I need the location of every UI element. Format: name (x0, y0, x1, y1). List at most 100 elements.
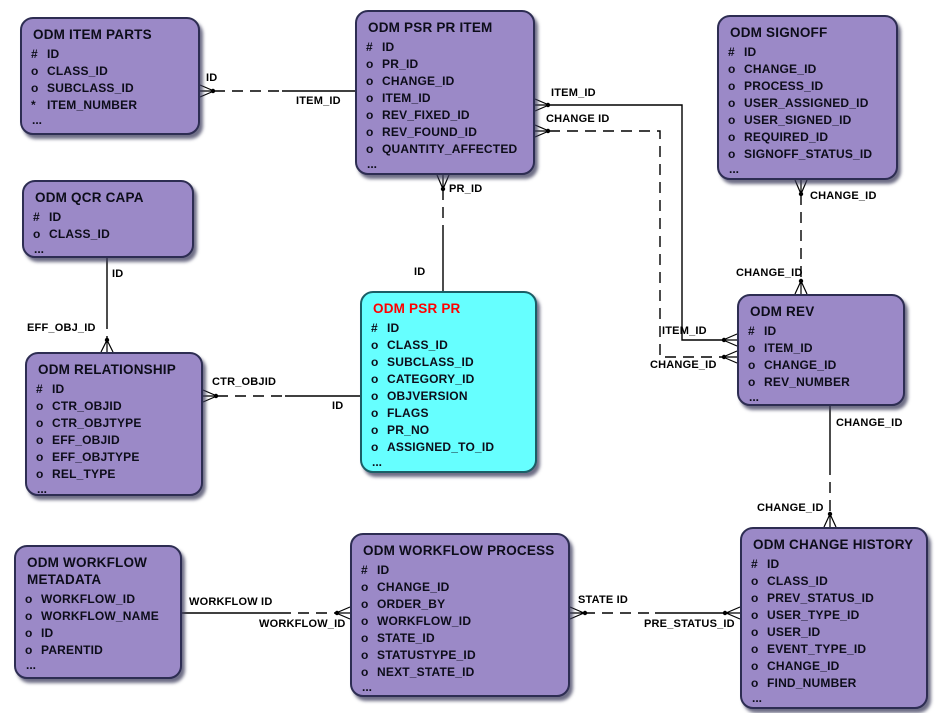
edge-wfprocess-to-changehistory (569, 606, 741, 620)
entity-title: ODM QCR CAPA (35, 190, 144, 205)
attr-marker: o (728, 79, 736, 93)
edge-psrpritem-to-rev-itemid (534, 98, 738, 347)
attr-marker: o (366, 125, 374, 139)
attr-name: NEXT_STATE_ID (377, 665, 475, 679)
entity-title: ODM WORKFLOW PROCESS (363, 543, 555, 558)
edge-rev-to-changehistory (823, 406, 837, 528)
ellipsis: ... (372, 455, 383, 469)
attr-marker: o (751, 642, 759, 656)
attr-marker: o (371, 423, 379, 437)
edge-qcrcapa-to-relationship (100, 258, 114, 353)
attr-marker: o (25, 609, 33, 623)
edge-label-pr-id: PR_ID (449, 183, 483, 195)
attr-name: REL_TYPE (52, 467, 116, 481)
attr-marker: # (31, 47, 38, 61)
attr-marker: o (728, 113, 736, 127)
attr-marker: o (371, 372, 379, 386)
attr-name: CHANGE_ID (744, 62, 817, 76)
attribute-row: o CTR_OBJID (36, 398, 192, 415)
attribute-row: #ID (371, 320, 526, 337)
attr-marker: o (361, 665, 369, 679)
edge-label-pre-status-id: PRE_STATUS_ID (644, 618, 735, 630)
attr-name: SIGNOFF_STATUS_ID (744, 147, 873, 161)
attr-name: QUANTITY_AFFECTED (382, 142, 518, 156)
edge-signoff-to-rev (794, 179, 808, 295)
attr-name: CHANGE_ID (377, 580, 450, 594)
attr-name: OBJVERSION (387, 389, 468, 403)
attribute-row: o PR_NO (371, 422, 526, 439)
attr-marker: o (361, 648, 369, 662)
attr-marker: o (366, 108, 374, 122)
attr-name: WORKFLOW_ID (41, 592, 136, 606)
attr-marker: o (36, 399, 44, 413)
attribute-row: o REV_FOUND_ID (366, 124, 524, 141)
attr-name: STATUSTYPE_ID (377, 648, 476, 662)
ellipsis: ... (26, 658, 37, 672)
attr-name: WORKFLOW_NAME (41, 609, 159, 623)
attr-marker: o (728, 96, 736, 110)
attr-marker: o (751, 608, 759, 622)
attr-marker: o (36, 433, 44, 447)
attr-name: USER_ASSIGNED_ID (744, 96, 869, 110)
attr-marker: o (361, 580, 369, 594)
edge-label-ctr-objid: CTR_OBJID (212, 376, 277, 388)
attr-name: ID (49, 210, 62, 224)
attr-name: PR_NO (387, 423, 430, 437)
attr-name: EFF_OBJID (52, 433, 120, 447)
attr-name: CATEGORY_ID (387, 372, 475, 386)
attribute-row: #ID (33, 209, 183, 226)
attr-marker: # (361, 563, 368, 577)
entity-title: ODM RELATIONSHIP (38, 362, 176, 377)
attr-name: REV_FOUND_ID (382, 125, 478, 139)
attr-marker: # (371, 321, 378, 335)
edge-label-rev-item-id: ITEM_ID (662, 325, 707, 337)
attribute-row: o NEXT_STATE_ID (361, 664, 559, 681)
edge-label-qcrcapa-id: ID (112, 268, 124, 280)
attr-name: USER_TYPE_ID (767, 608, 860, 622)
attr-name: CLASS_ID (49, 227, 110, 241)
attr-name: CTR_OBJID (52, 399, 122, 413)
attr-name: PROCESS_ID (744, 79, 824, 93)
attr-marker: o (748, 375, 756, 389)
entity-title: ODM CHANGE HISTORY (753, 537, 914, 552)
attr-marker: o (25, 643, 33, 657)
attribute-row: # ID (36, 381, 192, 398)
edge-label-workflow-id-left: WORKFLOW ID (189, 596, 273, 608)
attr-name: ID (52, 382, 65, 396)
attr-marker: # (36, 382, 43, 396)
attr-marker: o (751, 574, 759, 588)
edge-label-rev-change-id-top: CHANGE_ID (736, 267, 803, 279)
ellipsis: ... (37, 482, 48, 496)
attr-marker: o (361, 597, 369, 611)
attr-marker: # (751, 557, 758, 571)
attr-name: ID (377, 563, 390, 577)
